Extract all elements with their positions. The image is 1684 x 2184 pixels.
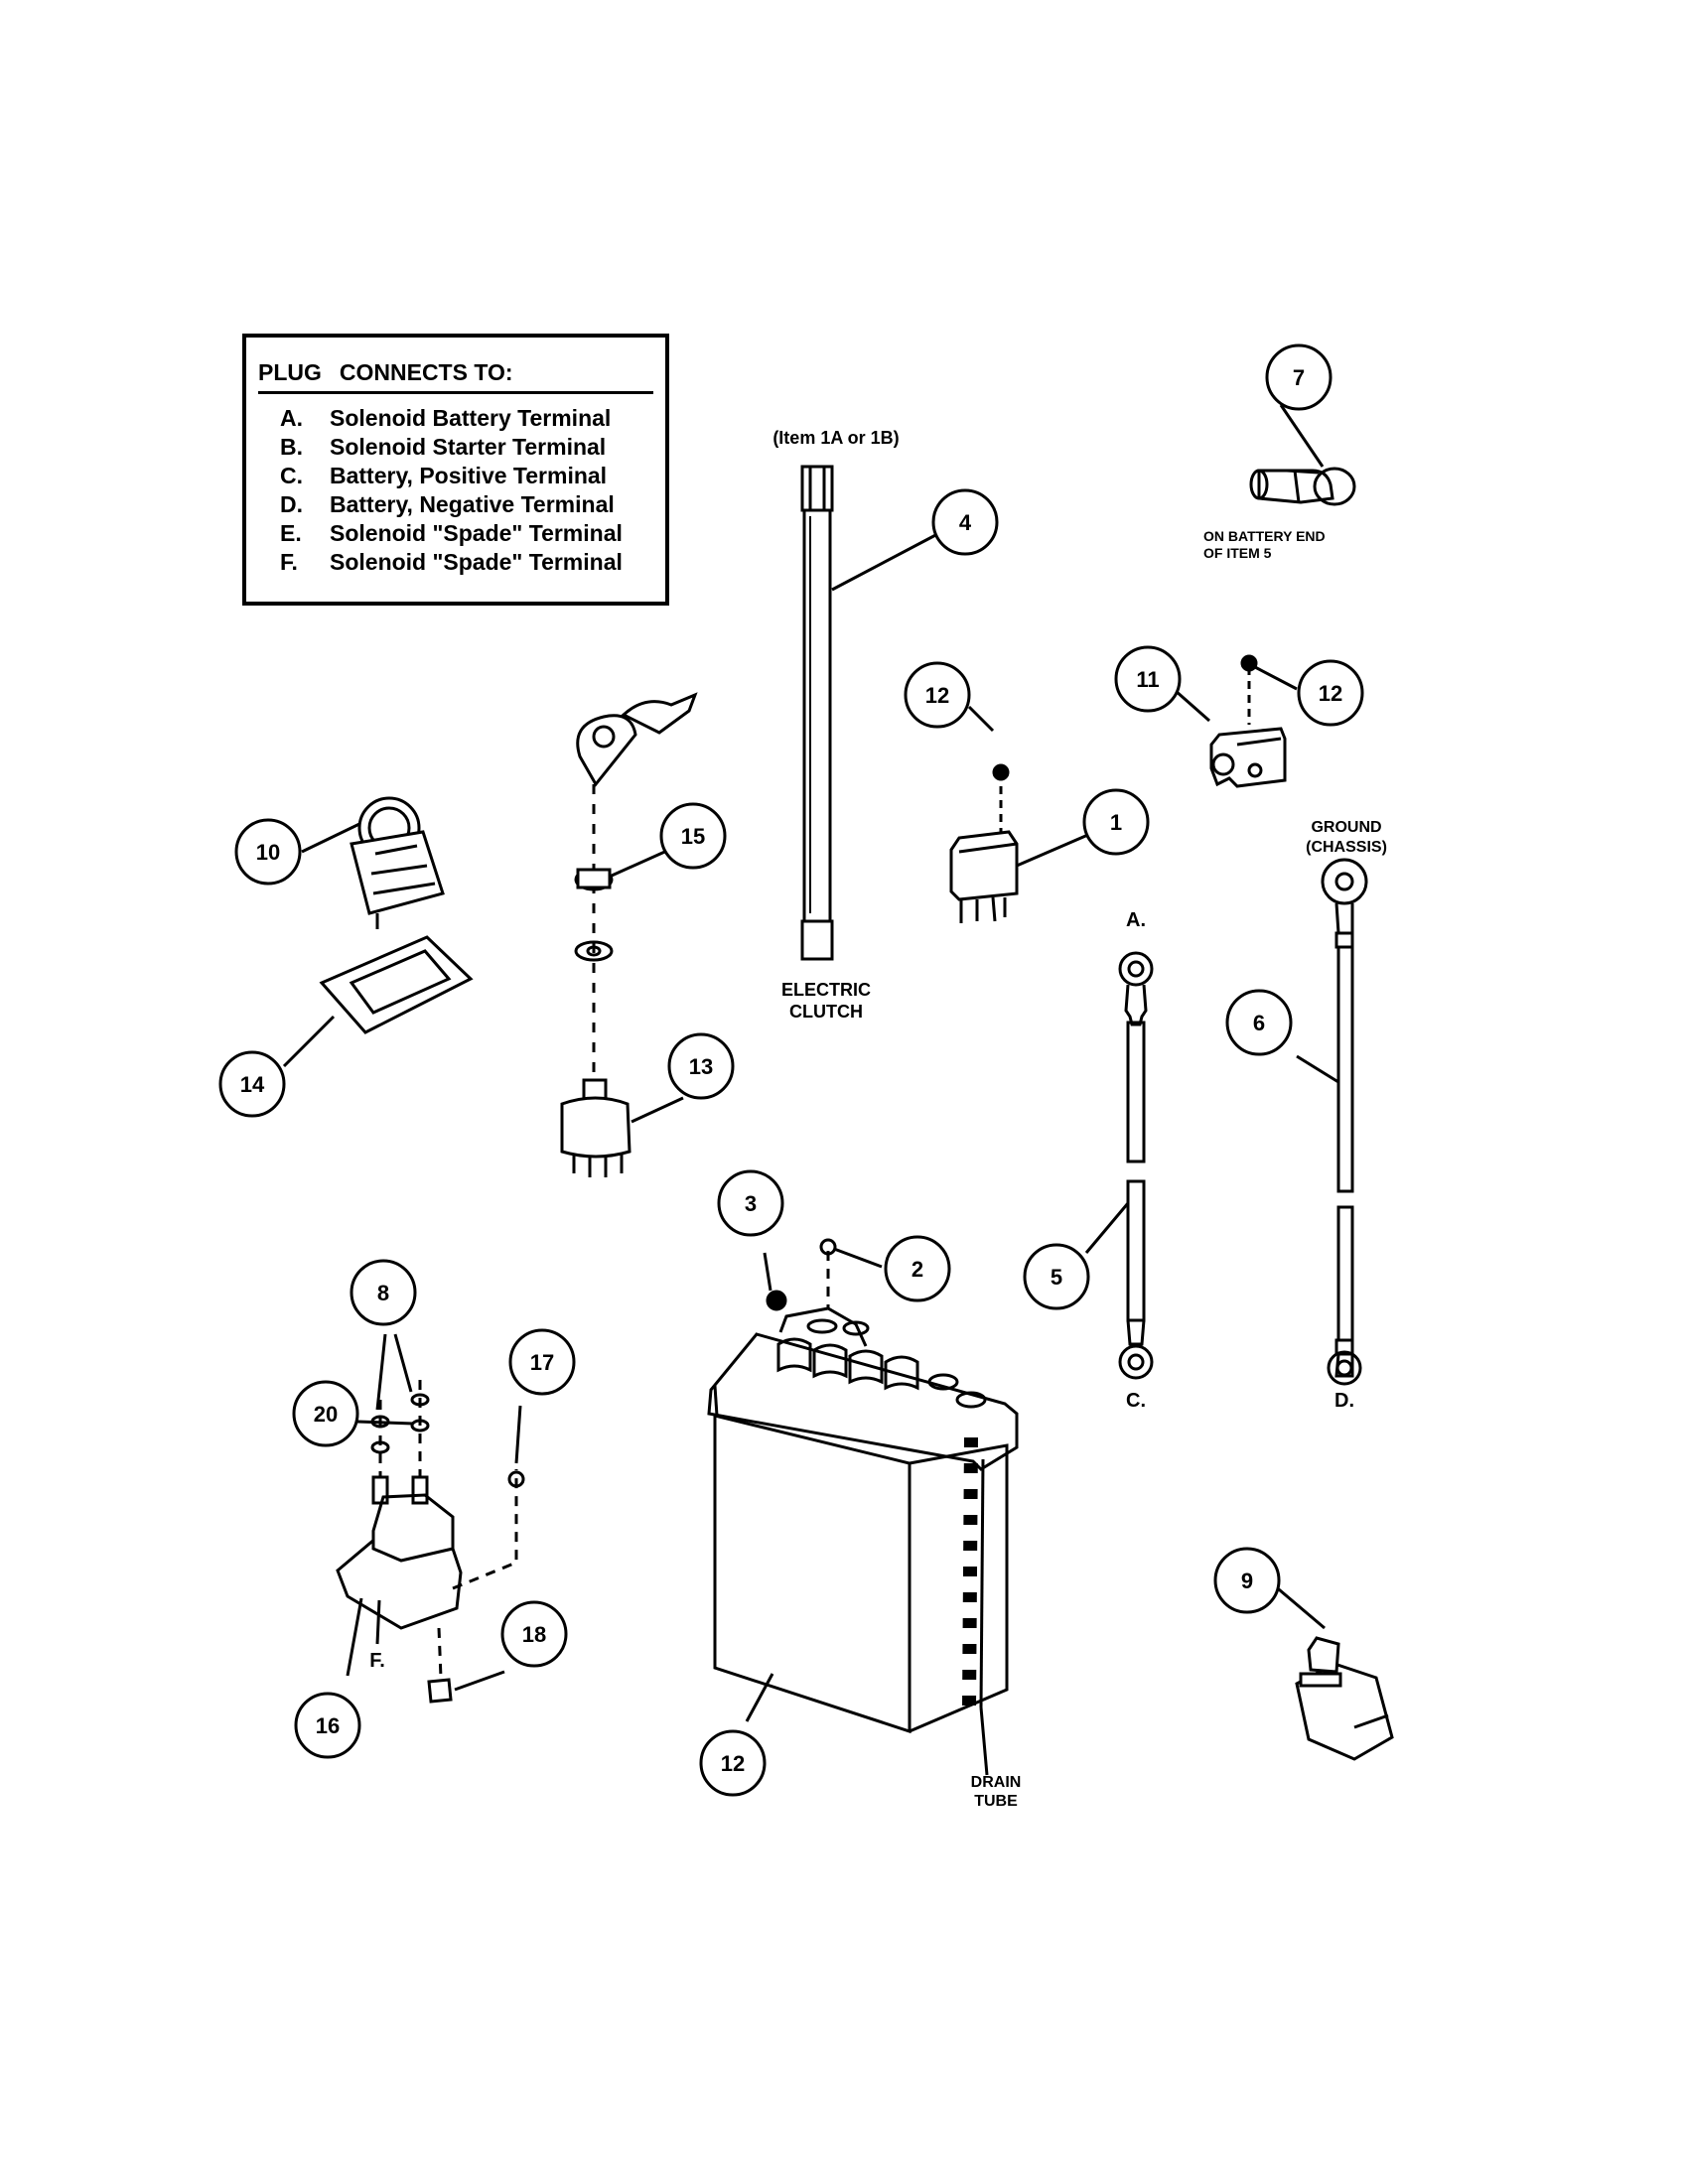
part-balloons: 7 4 12 11 12 15 1 10 6 14 13 3 2 5 8 17 … [218,343,1364,1797]
balloon-4: 4 [931,488,999,556]
legend-connects: Battery, Positive Terminal [330,463,608,488]
balloon-3: 3 [717,1169,784,1237]
svg-text:17: 17 [530,1350,554,1375]
legend-plug: C. [280,463,303,488]
balloon-11: 11 [1114,645,1182,713]
legend-col-plug: PLUG [258,359,322,385]
svg-text:4: 4 [959,510,972,535]
svg-text:16: 16 [316,1713,340,1738]
balloon-1: 1 [1082,788,1150,856]
balloon-17: 16 [294,1692,361,1759]
legend-plug: F. [280,549,298,575]
ground-chassis-label: GROUND (CHASSIS) [1277,818,1416,858]
legend-col-connects: CONNECTS TO: [339,359,513,385]
svg-text:15: 15 [681,824,705,849]
legend-row: F. Solenoid "Spade" Terminal [258,549,655,578]
battery-part [707,1238,1019,1776]
svg-text:18: 18 [522,1622,546,1647]
ground-line-2: (CHASSIS) [1306,839,1387,856]
ground-line-1: GROUND [1311,819,1382,836]
svg-text:10: 10 [256,840,280,865]
positive-cable-part [1084,951,1154,1380]
balloon-20: 20 [292,1380,359,1447]
svg-text:8: 8 [377,1281,389,1305]
relay-part [949,705,1091,923]
svg-text:5: 5 [1051,1265,1062,1290]
ignition-switch-part [560,692,698,1177]
balloon-9: 9 [1213,1547,1281,1614]
legend-connects: Solenoid Battery Terminal [330,405,612,431]
electric-clutch-line-1: ELECTRIC [781,980,871,1000]
solenoid-part [336,1333,525,1704]
svg-text:14: 14 [240,1072,265,1097]
svg-text:11: 11 [1136,667,1159,692]
electric-clutch-label: ELECTRIC CLUTCH [757,979,896,1023]
item-1ab-label: (Item 1A or 1B) [772,428,900,448]
legend-row: D. Battery, Negative Terminal [258,491,655,520]
drain-tube-label: DRAIN TUBE [951,1773,1041,1811]
balloon-12b: 12 [1297,659,1364,727]
legend-row: A. Solenoid Battery Terminal [258,405,655,434]
svg-text:12: 12 [1319,681,1342,706]
seat-switch-part [1272,1582,1394,1761]
svg-text:9: 9 [1241,1569,1253,1593]
balloon-5: 5 [1023,1243,1090,1310]
legend-row: E. Solenoid "Spade" Terminal [258,520,655,549]
plug-f-label: F. [369,1650,385,1672]
balloon-15: 14 [218,1050,286,1118]
on-battery-end-line-2: OF ITEM 5 [1203,545,1272,561]
balloon-7: 7 [1265,343,1333,411]
balloon-18: 17 [508,1328,576,1396]
svg-text:20: 20 [314,1402,338,1427]
legend-connects: Battery, Negative Terminal [330,491,615,517]
pto-switch-part [301,796,445,929]
legend-divider [258,391,653,394]
balloon-2: 2 [884,1235,951,1302]
legend-row: C. Battery, Positive Terminal [258,463,655,491]
legend-connects: Solenoid "Spade" Terminal [330,520,623,546]
on-battery-end-label: ON BATTERY END OF ITEM 5 [1203,528,1382,562]
legend-plug: B. [280,434,303,460]
plug-a-label: A. [1126,909,1146,931]
balloon-16: 15 [659,802,727,870]
on-battery-end-line-1: ON BATTERY END [1203,528,1326,544]
svg-text:2: 2 [912,1257,923,1282]
legend-plug: A. [280,405,303,431]
ground-clamp-part [1175,654,1298,788]
legend-row: B. Solenoid Starter Terminal [258,434,655,463]
wire-harness-part [800,465,942,961]
drain-line-2: TUBE [974,1793,1018,1810]
balloon-13: 12 [699,1729,767,1797]
svg-text:1: 1 [1110,810,1122,835]
plug-d-label: D. [1334,1390,1354,1412]
balloon-19: 18 [500,1600,568,1668]
plug-c-label: C. [1126,1390,1146,1412]
legend-plug: D. [280,491,303,517]
legend-header: PLUG CONNECTS TO: [258,359,655,386]
legend-rows: A. Solenoid Battery Terminal B. Solenoid S… [258,405,655,578]
legend-connects: Solenoid Starter Terminal [330,434,607,460]
balloon-6: 6 [1225,989,1293,1056]
legend-connects: Solenoid "Spade" Terminal [330,549,623,575]
svg-text:3: 3 [745,1191,757,1216]
balloon-10: 10 [234,818,302,886]
svg-text:12: 12 [925,683,949,708]
bezel-part [282,935,474,1068]
plug-legend: PLUG CONNECTS TO: A. Solenoid Battery Term… [242,334,669,606]
svg-text:6: 6 [1253,1011,1265,1035]
ground-cable-part [1296,858,1368,1386]
legend-plug: E. [280,520,302,546]
balloon-12a: 12 [904,661,971,729]
svg-text:12: 12 [721,1751,745,1776]
electric-clutch-line-2: CLUTCH [789,1002,863,1022]
balloon-8: 8 [350,1259,417,1326]
drain-line-1: DRAIN [970,1774,1022,1791]
svg-text:7: 7 [1293,365,1305,390]
terminal-boot-part [1249,404,1356,506]
balloon-14: 13 [667,1032,735,1100]
svg-text:13: 13 [689,1054,713,1079]
